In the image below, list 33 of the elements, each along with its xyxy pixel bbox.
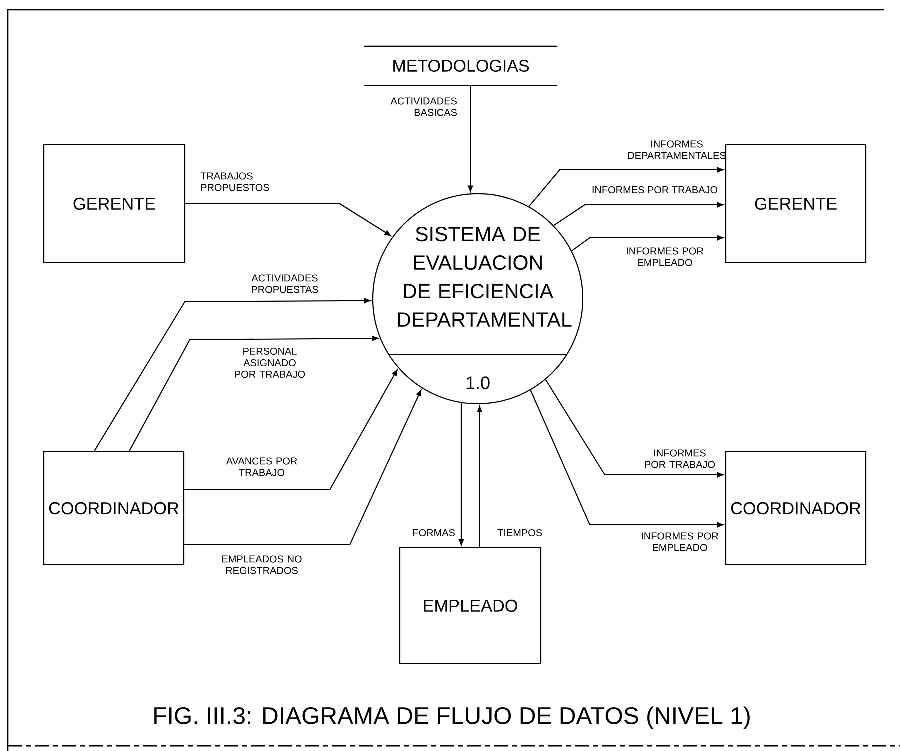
- arrow: [458, 403, 464, 546]
- edge-label: INFORMES POR EMPLEADO: [627, 248, 704, 266]
- edge-label: AVANCES POR TRABAJO: [226, 458, 298, 476]
- edge-label: INFORMES POR TRABAJO: [645, 450, 716, 468]
- figure-caption: FIG. III.3: DIAGRAMA DE FLUJO DE DATOS (NIVEL 1): [154, 706, 750, 730]
- edge-label: EMPLEADOS NO REGISTRADOS: [222, 556, 302, 574]
- edge-label: TIEMPOS: [498, 529, 542, 537]
- arrow: [184, 370, 398, 491]
- edge-label: TRABAJOS PROPUESTOS: [200, 172, 270, 192]
- arrow: [94, 298, 371, 452]
- edge-label: FORMAS: [414, 529, 455, 537]
- edge-label: INFORMES POR EMPLEADO: [642, 532, 718, 552]
- arrow: [468, 86, 474, 192]
- entity-box: GERENTE: [43, 144, 186, 264]
- arrow: [186, 203, 392, 236]
- arrow: [545, 380, 724, 478]
- data-store: METODOLOGIAS: [364, 46, 558, 86]
- edge-label: INFORMES DEPARTAMENTALES: [628, 140, 726, 160]
- entity-box: GERENTE: [725, 144, 867, 264]
- arrow: [477, 406, 482, 548]
- edge-label: INFORMES POR TRABAJO: [592, 186, 718, 194]
- arrow: [554, 202, 724, 226]
- arrow: [184, 390, 422, 546]
- arrow: [528, 167, 724, 208]
- entity-box: EMPLEADO: [399, 547, 542, 665]
- arrow: [530, 390, 724, 528]
- entity-box: COORDINADOR: [725, 451, 867, 566]
- arrow: [572, 235, 724, 252]
- entity-box: COORDINADOR: [43, 451, 185, 566]
- edge-label: PERSONAL ASIGNADO POR TRABAJO: [235, 348, 306, 378]
- edge-label: ACTIVIDADES PROPUESTAS: [252, 274, 318, 294]
- edge-label: ACTIVIDADES BASICAS: [390, 98, 457, 116]
- arrow: [128, 336, 378, 452]
